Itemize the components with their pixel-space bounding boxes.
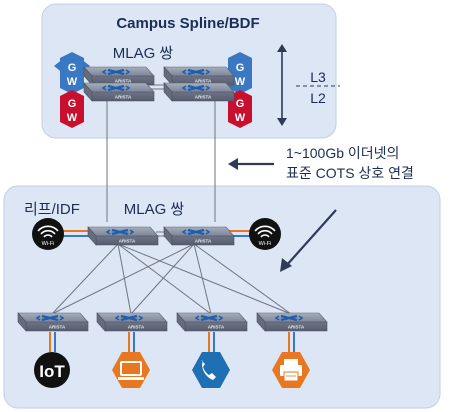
access-switch-1 bbox=[16, 311, 90, 333]
l3-label: L3 bbox=[310, 69, 326, 85]
leaf-switch-right bbox=[162, 225, 236, 247]
leaf-mesh-links bbox=[51, 243, 292, 315]
leaf-switch-left bbox=[86, 225, 160, 247]
gw-label-w: W bbox=[67, 112, 78, 124]
gw-label-g: G bbox=[236, 98, 245, 110]
phone-icon bbox=[192, 352, 230, 388]
gw-label-g: G bbox=[68, 98, 77, 110]
access-switch-2 bbox=[95, 311, 169, 333]
spine-switch-left bbox=[82, 65, 156, 103]
spine-switch-right bbox=[162, 65, 236, 103]
leaf-title: 리프/IDF bbox=[24, 201, 80, 218]
access-switch-4 bbox=[255, 311, 329, 333]
callout: 1~100Gb 이더넷의 표준 COTS 상호 연결 bbox=[228, 145, 414, 272]
l3-l2-boundary: L3 L2 bbox=[277, 44, 340, 126]
gateway-left-red: G W bbox=[60, 90, 84, 128]
callout-line2: 표준 COTS 상호 연결 bbox=[286, 165, 414, 181]
printer-icon bbox=[272, 352, 310, 388]
l2-label: L2 bbox=[310, 90, 326, 106]
spine-mlag-label: MLAG 쌍 bbox=[113, 45, 174, 62]
gw-label-w: W bbox=[235, 112, 246, 124]
wifi-label: Wi-Fi bbox=[259, 241, 272, 247]
wifi-icon-right: Wi-Fi bbox=[249, 218, 281, 250]
gw-label-w: W bbox=[235, 76, 246, 88]
gw-label-g: G bbox=[68, 62, 77, 74]
gw-label-w: W bbox=[67, 76, 78, 88]
monitor-icon bbox=[112, 352, 150, 388]
leaf-mlag-label: MLAG 쌍 bbox=[124, 201, 185, 218]
access-switch-3 bbox=[175, 311, 249, 333]
iot-icon: IoT bbox=[34, 352, 70, 388]
spine-title: Campus Spline/BDF bbox=[116, 15, 259, 32]
wifi-label: Wi-Fi bbox=[42, 241, 55, 247]
endpoint-links bbox=[49, 332, 295, 352]
uplinks bbox=[106, 98, 216, 222]
gw-label-g: G bbox=[236, 62, 245, 74]
wifi-icon-left: Wi-Fi bbox=[32, 218, 64, 250]
iot-label: IoT bbox=[39, 362, 65, 381]
gateway-left-blue: G W bbox=[54, 52, 90, 94]
callout-line1: 1~100Gb 이더넷의 bbox=[286, 145, 399, 161]
